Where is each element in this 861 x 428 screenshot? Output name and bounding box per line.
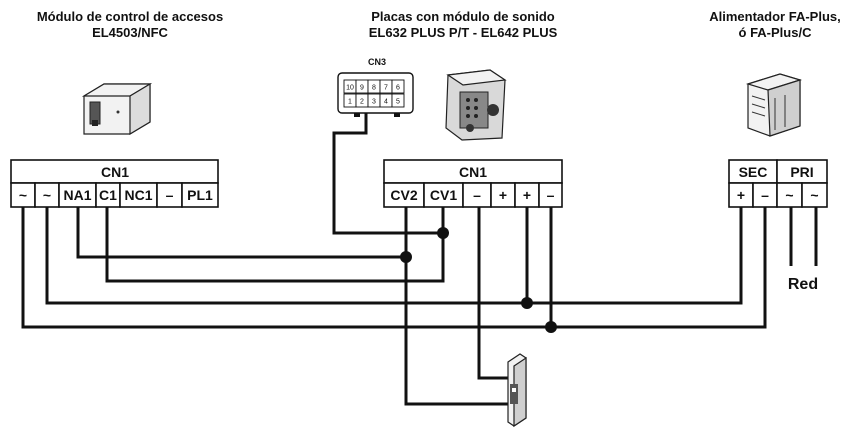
- psu-terminal-label: +: [737, 187, 745, 203]
- junction-cv2: [400, 251, 412, 263]
- access-terminal-cell: [58, 182, 97, 208]
- access-cn1-header: CN1: [101, 164, 129, 180]
- cn3-pin: [391, 93, 405, 108]
- access-terminal-label: PL1: [187, 187, 213, 203]
- psu-title-line1: Alimentador FA-Plus,: [709, 9, 840, 24]
- electric-lock-illustration: [507, 353, 527, 428]
- cn3-pin-number: 1: [348, 99, 352, 106]
- access-terminal-label: ~: [19, 187, 27, 203]
- access-terminal-label: ~: [43, 187, 51, 203]
- access-terminal-cell: [34, 182, 60, 208]
- cn3-pin-number: 9: [360, 85, 364, 92]
- door-panel-illustration: [445, 69, 507, 141]
- psu-terminal-label: ~: [810, 187, 818, 203]
- panel-terminal-cell: [462, 182, 492, 208]
- cn3-pin-number: 2: [360, 99, 364, 106]
- access-module-title-line2: EL4503/NFC: [92, 25, 168, 40]
- psu-terminal-cell: [801, 182, 828, 208]
- panel-terminal-cell: [538, 182, 563, 208]
- cn3-pin: [391, 79, 405, 94]
- psu-block: SEC PRI +–~~: [728, 159, 828, 208]
- panel-terminal-label: CV1: [430, 187, 457, 203]
- access-terminal-label: NC1: [124, 187, 152, 203]
- panel-terminal-label: +: [499, 187, 507, 203]
- psu-terminal-cell: [752, 182, 778, 208]
- cn3-pin-number: 3: [372, 99, 376, 106]
- junction-plus: [521, 297, 533, 309]
- junction-cv1: [437, 227, 449, 239]
- panel-terminal-label: –: [473, 187, 481, 203]
- access-cn1-block: CN1 ~ ~ NA1 C1 NC1–PL1: [10, 159, 219, 208]
- panel-terminal-label: +: [523, 187, 531, 203]
- panel-title-line1: Placas con módulo de sonido: [371, 9, 555, 24]
- cn3-pin-number: 4: [384, 99, 388, 106]
- psu-terminal-label: ~: [785, 187, 793, 203]
- psu-terminal-cell: [728, 182, 754, 208]
- junction-dots: [400, 227, 557, 333]
- cn3-pin-number: 7: [384, 85, 388, 92]
- cn3-pin-number: 5: [396, 99, 400, 106]
- access-terminal-label: NA1: [63, 187, 91, 203]
- junction-minus: [545, 321, 557, 333]
- access-terminal-label: C1: [99, 187, 117, 203]
- wires: [21, 113, 818, 406]
- psu-title-line2: ó FA-Plus/C: [739, 25, 813, 40]
- access-terminal-cell: [95, 182, 121, 208]
- access-terminal-cell: [10, 182, 36, 208]
- cn3-label: CN3: [368, 57, 386, 67]
- cn3-pin-number: 8: [372, 85, 376, 92]
- cn3-pin-number: 6: [396, 85, 400, 92]
- panel-terminal-label: –: [547, 187, 555, 203]
- access-module-title-line1: Módulo de control de accesos: [37, 9, 223, 24]
- cn3-pin-number: 10: [346, 85, 354, 92]
- panel-terminal-label: CV2: [390, 187, 417, 203]
- panel-title-line2: EL632 PLUS P/T - EL642 PLUS: [369, 25, 558, 40]
- power-supply-illustration: [745, 73, 803, 137]
- cn3-connector: CN3 10 9 8 7 6 1 2 3 4 5: [337, 57, 414, 117]
- access-terminal-cell: [181, 182, 219, 208]
- psu-header-pri: PRI: [790, 164, 813, 180]
- panel-terminal-cell: [423, 182, 464, 208]
- access-terminal-label: –: [166, 187, 174, 203]
- panel-cn1-header: CN1: [459, 164, 487, 180]
- mains-label: Red: [788, 276, 818, 293]
- psu-terminal-label: –: [761, 187, 769, 203]
- access-module-illustration: [81, 82, 153, 136]
- psu-header-sec: SEC: [739, 164, 768, 180]
